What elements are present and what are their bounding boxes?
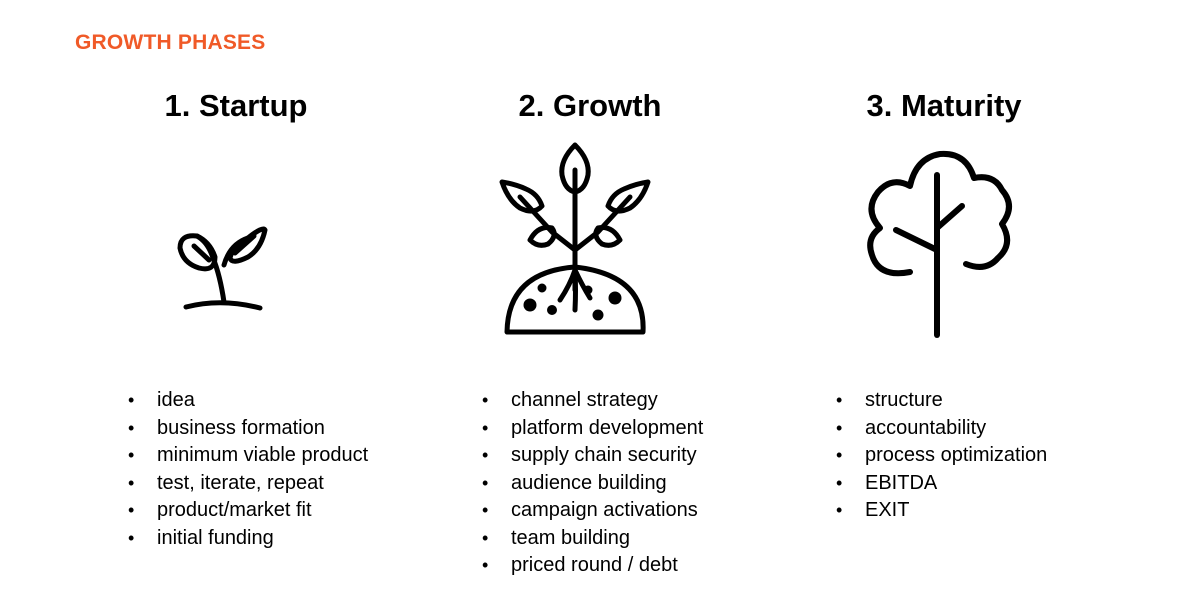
list-item: •idea [128, 389, 195, 411]
bullet-list: •idea •business formation •minimum viabl… [126, 387, 368, 552]
list-item: •structure [836, 389, 943, 411]
list-item: •EBITDA [836, 471, 938, 494]
phase-title: 3. Maturity [866, 88, 1022, 123]
list-item: •initial funding [128, 526, 274, 549]
tree-icon [844, 140, 1044, 340]
phase-maturity: 3. Maturity •structure •accountability •… [754, 0, 1134, 610]
list-item: •accountability [836, 416, 987, 439]
slide-label: GROWTH PHASES [75, 31, 266, 54]
list-item: •audience building [482, 471, 667, 494]
bullet-list: •channel strategy •platform development … [480, 387, 703, 580]
phase-title: 1. Startup [164, 88, 308, 123]
bullet-list: •structure •accountability •process opti… [834, 387, 1047, 525]
list-item: •supply chain security [482, 444, 697, 466]
list-item: •EXIT [836, 499, 910, 521]
phase-growth: 2. Growth [400, 0, 780, 610]
list-item: •test, iterate, repeat [128, 471, 324, 494]
list-item: •campaign activations [482, 499, 698, 521]
list-item: •platform development [482, 416, 704, 439]
list-item: •minimum viable product [128, 444, 369, 466]
list-item: •process optimization [836, 444, 1048, 466]
plant-with-roots-icon [490, 140, 690, 340]
phase-title: 2. Growth [518, 88, 662, 123]
list-item: •team building [482, 526, 630, 549]
list-item: •channel strategy [482, 389, 658, 411]
list-item: •priced round / debt [482, 554, 678, 576]
phase-startup: 1. Startup •idea •business formation •mi… [46, 0, 426, 610]
list-item: •product/market fit [128, 499, 312, 521]
list-item: •business formation [128, 416, 325, 439]
sprout-icon [136, 140, 336, 340]
